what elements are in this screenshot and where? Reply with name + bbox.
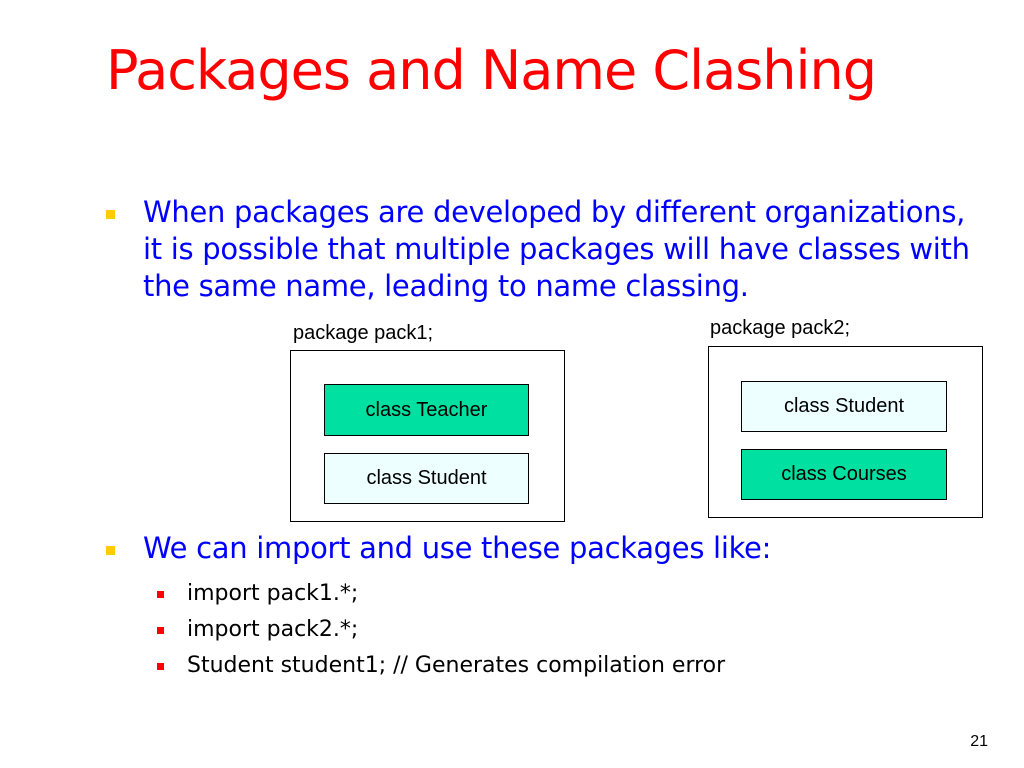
page-number: 21 <box>970 733 988 750</box>
sub-item-1: import pack1.*; <box>187 581 359 606</box>
bullet-marker-2 <box>106 546 115 555</box>
sub-bullet-marker-2 <box>157 627 164 634</box>
bullet-text-2: We can import and use these packages lik… <box>143 531 772 565</box>
sub-bullet-marker-3 <box>157 663 164 670</box>
class-box-teacher: class Teacher <box>324 384 529 436</box>
package-label-pack1: package pack1; <box>293 322 434 344</box>
sub-item-3: Student student1; // Generates compilati… <box>187 653 726 678</box>
class-box-student-pack2: class Student <box>741 381 947 432</box>
class-box-courses: class Courses <box>741 449 947 500</box>
package-label-pack2: package pack2; <box>710 317 851 339</box>
bullet-marker-1 <box>106 210 115 219</box>
sub-bullet-marker-1 <box>157 591 164 598</box>
class-box-student-pack1: class Student <box>324 453 529 504</box>
sub-item-2: import pack2.*; <box>187 617 359 642</box>
bullet-text-1: When packages are developed by different… <box>143 195 970 303</box>
slide-title: Packages and Name Clashing <box>106 39 877 102</box>
